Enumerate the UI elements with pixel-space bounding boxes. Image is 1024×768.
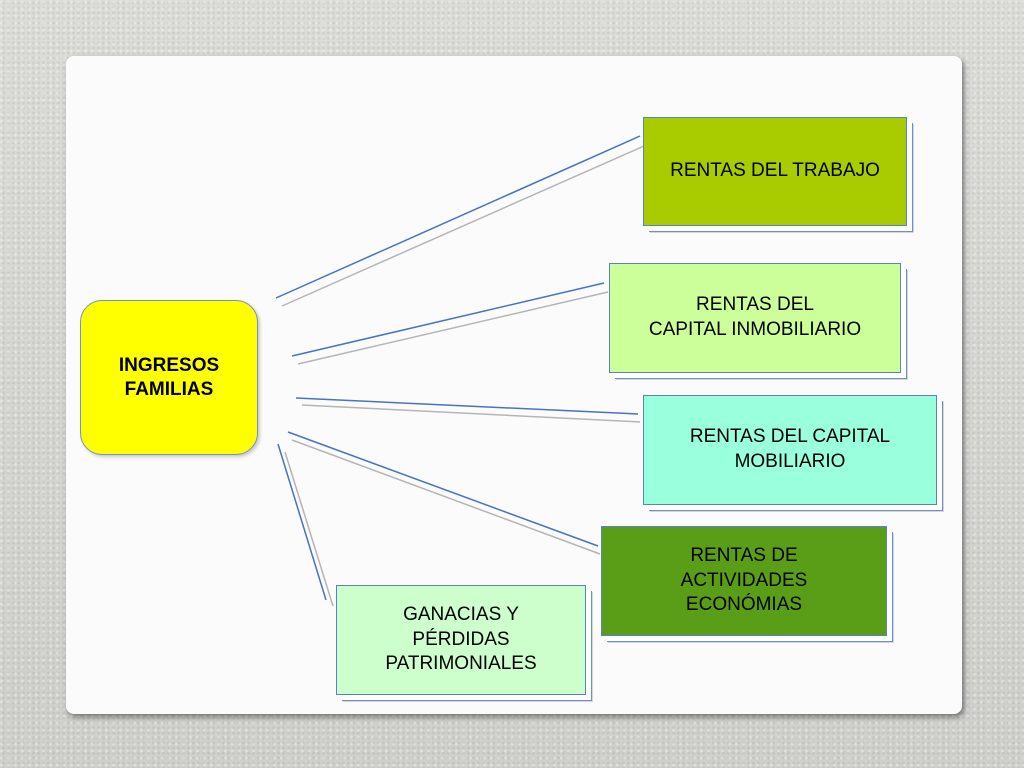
connector-trabajo-shadow bbox=[281, 145, 645, 307]
node-label: RENTAS DEL TRABAJO bbox=[670, 160, 880, 182]
connector-actividades-shadow bbox=[291, 439, 601, 555]
root-node-ingresos-familias: INGRESOS FAMILIAS bbox=[80, 300, 258, 455]
connector-mobiliario-shadow bbox=[301, 404, 641, 423]
connector-mobiliario bbox=[295, 397, 639, 415]
node-label: RENTAS DE ACTIVIDADES ECONÓMIAS bbox=[680, 544, 808, 616]
node-rentas-trabajo: RENTAS DEL TRABAJO bbox=[643, 117, 907, 226]
node-rentas-capital-inmobiliario: RENTAS DEL CAPITAL INMOBILIARIO bbox=[609, 263, 901, 373]
node-label: GANACIAS Y PÉRDIDAS PATRIMONIALES bbox=[385, 603, 537, 675]
connector-actividades bbox=[287, 431, 599, 547]
node-ganancias-perdidas-patrimoniales: GANACIAS Y PÉRDIDAS PATRIMONIALES bbox=[336, 585, 586, 695]
connector-patrimoniales bbox=[277, 443, 327, 601]
node-label: RENTAS DEL CAPITAL MOBILIARIO bbox=[689, 426, 891, 472]
node-rentas-actividades-economicas: RENTAS DE ACTIVIDADES ECONÓMIAS bbox=[601, 526, 887, 636]
node-rentas-capital-mobiliario: RENTAS DEL CAPITAL MOBILIARIO bbox=[643, 395, 937, 505]
connector-trabajo bbox=[275, 135, 641, 299]
connector-inmobiliario bbox=[291, 282, 605, 357]
node-label: RENTAS DEL CAPITAL INMOBILIARIO bbox=[648, 294, 862, 340]
root-node-label: INGRESOS FAMILIAS bbox=[118, 354, 220, 400]
connector-inmobiliario-shadow bbox=[297, 291, 609, 365]
connector-patrimoniales-shadow bbox=[284, 451, 334, 607]
